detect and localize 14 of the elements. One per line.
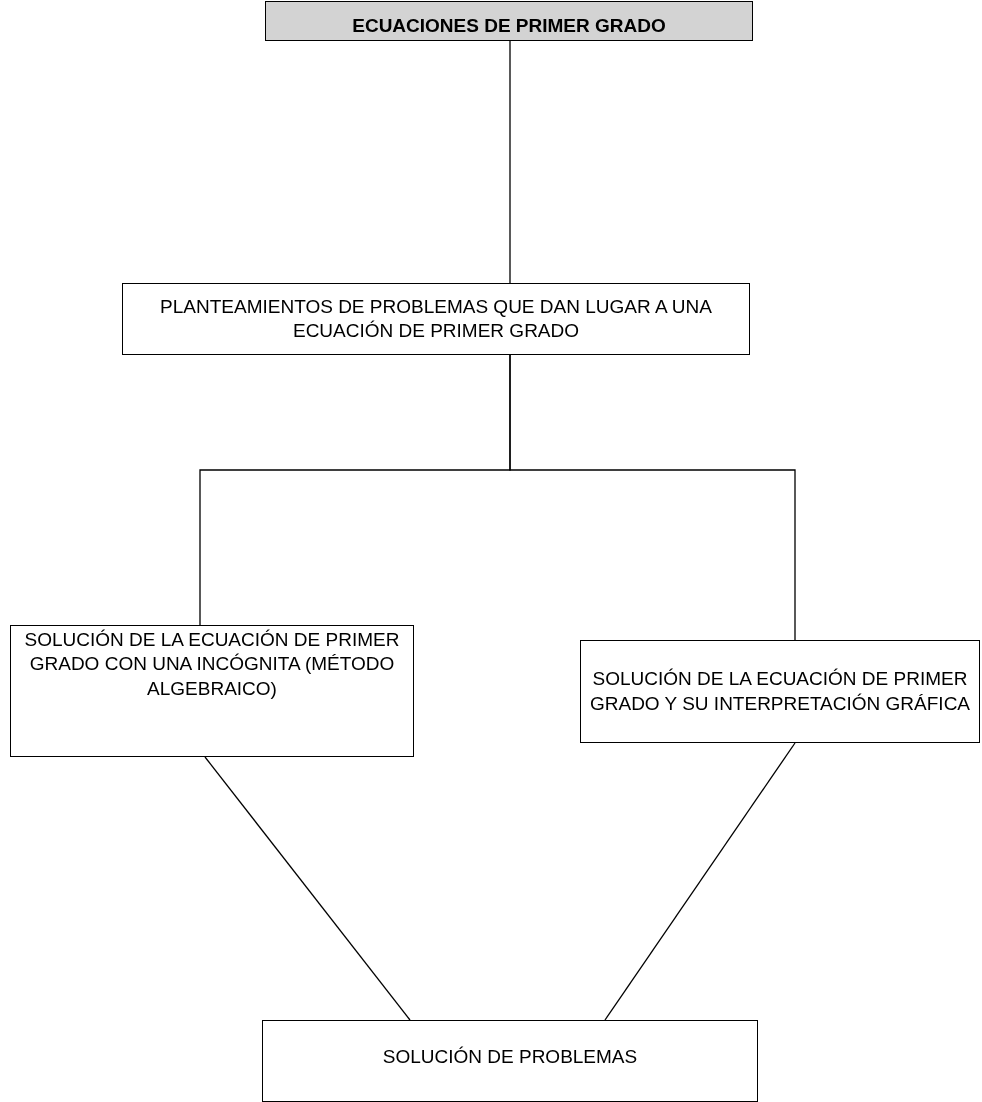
concept-text: SOLUCIÓN DE LA ECUACIÓN DE PRIMER GRADO Y SU INTERPRETACIÓN GRÁFICA	[588, 667, 972, 716]
concept-text: PLANTEAMIENTOS DE PROBLEMAS QUE DAN LUGAR A UNA ECUACIÓN DE PRIMER GRADO	[159, 294, 713, 343]
concept-box	[10, 625, 414, 757]
title-box	[265, 1, 753, 41]
connector-line	[509, 354, 796, 641]
concept-box	[262, 1020, 758, 1102]
concept-box	[580, 640, 980, 743]
connector-line	[509, 40, 511, 284]
concept-box	[122, 283, 750, 355]
connector-line	[204, 756, 411, 1021]
concept-text: SOLUCIÓN DE LA ECUACIÓN DE PRIMER GRADO CON UNA INCÓGNITA (MÉTODO ALGEBRAICO)	[23, 628, 401, 701]
concept-text: SOLUCIÓN DE PROBLEMAS	[382, 1044, 638, 1069]
connector-line	[604, 742, 796, 1021]
title-text: ECUACIONES DE PRIMER GRADO	[352, 13, 666, 38]
